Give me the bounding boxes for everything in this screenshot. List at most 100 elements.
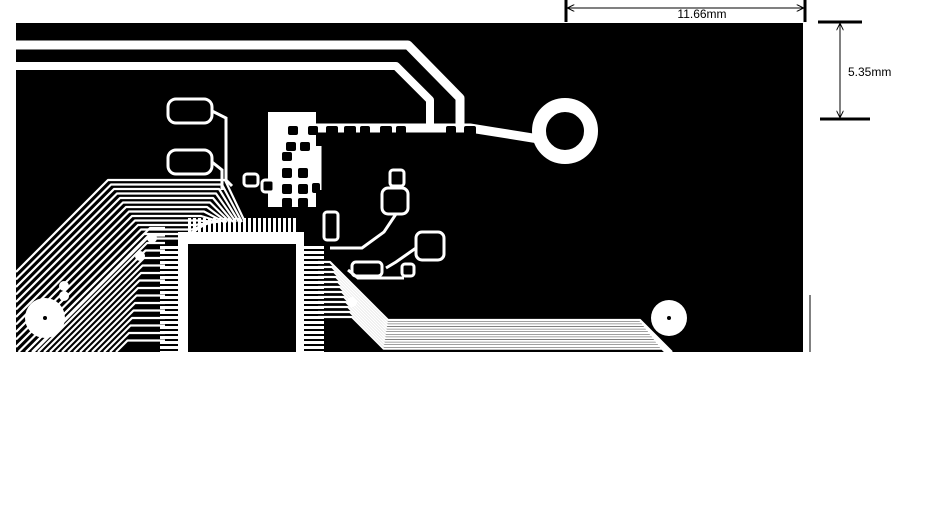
ic-pin: [304, 321, 324, 324]
ic-pin: [160, 251, 180, 254]
fanout-trace: [15, 205, 228, 318]
ic-pin: [213, 218, 216, 238]
ic-pin: [304, 301, 324, 304]
ic-pin: [160, 286, 180, 289]
ic-pin: [304, 261, 324, 264]
fanout-trace: [103, 324, 165, 353]
mounting-hole-left: [25, 298, 65, 338]
ic-pin: [304, 286, 324, 289]
ic-pin: [160, 246, 180, 249]
ic-pin: [304, 251, 324, 254]
ic-pin: [304, 291, 324, 294]
mounting-hole-large: [532, 98, 598, 164]
fanout-trace: [25, 226, 165, 353]
ic-pin: [243, 218, 246, 238]
ic-pin: [160, 261, 180, 264]
ic-pin: [304, 326, 324, 329]
ic-pin: [304, 331, 324, 334]
ic-pin: [233, 218, 236, 238]
fanout-trace: [37, 241, 165, 353]
via: [347, 297, 357, 307]
height-dimension-label: 5.35mm: [848, 65, 891, 79]
ic-pin: [304, 351, 324, 354]
fanout-trace: [15, 187, 240, 288]
ic-pin: [293, 218, 296, 238]
fanout-trace: [15, 178, 246, 273]
mounting-hole-right: [651, 300, 687, 336]
via: [147, 233, 157, 243]
ic-pin: [304, 341, 324, 344]
ic-pin: [160, 311, 180, 314]
ic-pin: [160, 281, 180, 284]
ic-pin: [304, 346, 324, 349]
ic-pin: [304, 246, 324, 249]
via: [59, 281, 69, 291]
ic-pin: [160, 256, 180, 259]
ic-pin: [304, 256, 324, 259]
ic-pin: [248, 218, 251, 238]
fanout-trace: [85, 301, 165, 353]
ic-pin: [304, 316, 324, 319]
fanout-trace: [15, 214, 222, 333]
fanout-trace: [73, 286, 165, 353]
ic-pin: [160, 291, 180, 294]
ic-pin: [160, 266, 180, 269]
ic-pin: [160, 321, 180, 324]
ic-pins-left: [160, 246, 180, 354]
right-component-pads: [322, 168, 446, 280]
ic-pin: [218, 218, 221, 238]
ic-pin: [304, 311, 324, 314]
fanout-trace: [15, 192, 237, 296]
fanout-trace: [115, 339, 165, 353]
ic-pin: [160, 306, 180, 309]
fanout-trace: [55, 264, 165, 353]
ic-pin: [273, 218, 276, 238]
ic-pin: [160, 316, 180, 319]
ic-pin: [268, 218, 271, 238]
ic-pin: [160, 301, 180, 304]
ic-pin: [160, 331, 180, 334]
fanout-trace: [79, 294, 165, 353]
ic-pin: [203, 218, 206, 238]
ic-pin: [160, 336, 180, 339]
fanout-trace: [43, 249, 165, 353]
ic-pin: [228, 218, 231, 238]
ic-pin: [304, 271, 324, 274]
ic-pin: [253, 218, 256, 238]
ic-pin: [160, 341, 180, 344]
ic-pin: [188, 218, 191, 238]
top-trace-bundle: [16, 40, 465, 128]
ic-pin: [263, 218, 266, 238]
fanout-traces-right: [318, 260, 673, 353]
ic-pin: [278, 218, 281, 238]
ic-pin: [258, 218, 261, 238]
ic-pin: [160, 271, 180, 274]
ic-pin: [160, 351, 180, 354]
fanout-trace: [318, 315, 667, 353]
ic-pin: [160, 276, 180, 279]
height-dimension: 5.35mm: [818, 20, 891, 121]
ic-pin: [304, 276, 324, 279]
fanout-trace: [109, 331, 165, 353]
fanout-trace: [15, 210, 225, 326]
fanout-trace: [97, 316, 165, 353]
ic-pin: [160, 296, 180, 299]
ic-thermal-pad: [188, 244, 296, 352]
ic-pins-right: [304, 246, 324, 354]
ic-pin: [288, 218, 291, 238]
ic-pin: [304, 306, 324, 309]
ic-pin: [160, 346, 180, 349]
capacitor-pads: [166, 97, 276, 194]
fanout-trace: [15, 183, 243, 281]
ic-pin: [283, 218, 286, 238]
ic-pin: [238, 218, 241, 238]
fanout-trace: [91, 309, 165, 353]
ic-pin: [208, 218, 211, 238]
ic-pin: [223, 218, 226, 238]
fanout-trace: [15, 219, 219, 341]
ic-pin: [304, 336, 324, 339]
fanout-trace: [61, 271, 165, 353]
fanout-trace: [67, 279, 165, 353]
ic-pin: [304, 281, 324, 284]
